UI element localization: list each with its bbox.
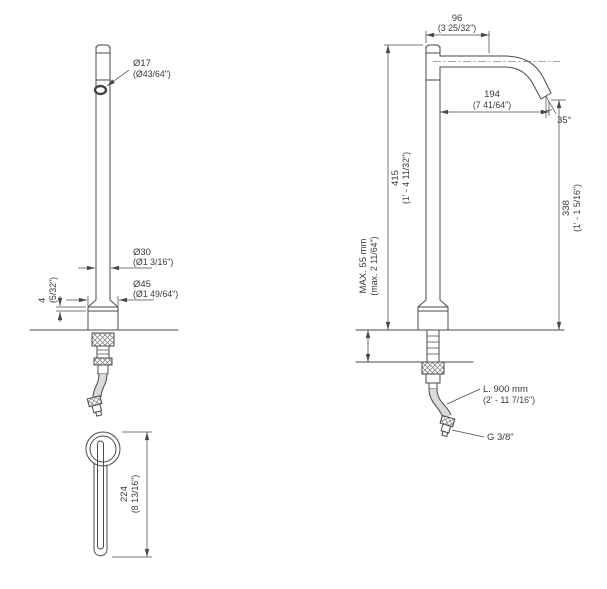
dim-max-deck-in-label: (max. 2 11/64") <box>369 236 379 295</box>
dim-body-diameter-mm-label: Ø30 <box>133 247 151 258</box>
threaded-shank <box>426 329 440 363</box>
mounting-nut <box>425 373 441 384</box>
threaded-shank <box>96 345 110 359</box>
leader-line <box>106 69 130 87</box>
dim-base-height-in-label: (5/32") <box>48 277 58 303</box>
hose-length-in-label: (2' - 11 7/16") <box>483 395 535 405</box>
top-cap <box>95 44 111 50</box>
dim-base-height: 4 (5/32") <box>37 277 86 322</box>
dim-spout-height-mm-label: 338 <box>561 200 572 216</box>
leader-line <box>451 429 485 438</box>
deck-section <box>355 329 565 363</box>
dim-max-deck-thickness: MAX. 55 mm (max. 2 11/64") <box>358 236 379 362</box>
lever-rounded-end <box>93 548 108 557</box>
dim-total-height: 415 (1' - 4 11/32") <box>384 44 423 330</box>
dim-body-diameter-in-label: (Ø1 3/16") <box>133 257 173 267</box>
dim-spout-diameter-mm-label: Ø17 <box>133 58 151 69</box>
front-mounting-hardware <box>86 332 115 417</box>
spout-inner-edge <box>439 66 542 100</box>
hose-edge <box>92 373 100 398</box>
hose-fitting <box>97 364 109 375</box>
dim-handle-length-mm-label: 224 <box>119 486 130 502</box>
dim-total-height-in-label: (1' - 4 11/32") <box>401 152 411 204</box>
base-chamfer-left <box>87 299 97 308</box>
faucet-front-outline <box>87 44 119 331</box>
connector-tip <box>95 410 103 417</box>
hose-edge <box>100 373 108 398</box>
mounting-nut <box>93 357 113 366</box>
base-chamfer-right <box>109 299 119 308</box>
handle-top-view <box>85 431 121 557</box>
dim-spout-top-mm-label: 96 <box>452 13 463 24</box>
top-cap <box>425 44 441 50</box>
angle-arc <box>545 109 553 112</box>
angle-slope-line <box>545 95 557 115</box>
connector-tip <box>441 430 449 438</box>
mounting-washer <box>91 332 115 347</box>
spout-outer-edge <box>439 55 552 94</box>
dim-handle-length-in-label: (8 13/16") <box>130 475 140 513</box>
faucet-side-outline <box>417 44 552 331</box>
side-mounting-hardware <box>421 329 456 438</box>
plan-view: 224 (8 13/16") <box>85 431 152 558</box>
base-chamfer-left <box>417 299 427 308</box>
flexible-hose <box>429 388 451 419</box>
dim-spout-reach-in-label: (7 41/64") <box>473 100 511 110</box>
hose-fitting <box>428 382 438 390</box>
hose-length-mm-label: L. 900 mm <box>483 384 528 395</box>
dim-spout-angle-label: 35° <box>557 115 572 126</box>
dim-spout-diameter: Ø17 (Ø43/64") <box>106 58 171 87</box>
dim-handle-length: 224 (8 13/16") <box>112 431 152 558</box>
dim-base-diameter-mm-label: Ø45 <box>133 279 151 290</box>
lever-slot <box>97 440 104 550</box>
label-hose-length: L. 900 mm (2' - 11 7/16") <box>446 384 535 405</box>
front-view: Ø17 (Ø43/64") Ø30 (Ø1 3/16") Ø45 (Ø1 49/… <box>29 44 179 417</box>
dim-max-deck-mm-label: MAX. 55 mm <box>358 238 369 293</box>
dim-spout-diameter-in-label: (Ø43/64") <box>133 69 171 79</box>
hose-end-connector <box>439 414 456 438</box>
spout-outlet <box>93 84 108 96</box>
dim-spout-reach-mm-label: 194 <box>484 89 500 100</box>
mounting-washer <box>421 361 445 375</box>
dim-spout-top: 96 (3 25/32") <box>425 13 490 53</box>
dim-spout-height-in-label: (1' - 1 5/16") <box>572 184 582 232</box>
dim-spout-height: 338 (1' - 1 5/16") <box>551 99 582 330</box>
leader-line <box>446 388 481 405</box>
side-view: 96 (3 25/32") 194 (7 41/64") 35° 415 (1'… <box>355 13 582 443</box>
dim-spout-top-in-label: (3 25/32") <box>438 23 476 33</box>
hose-edge <box>436 388 452 416</box>
dim-spout-reach: 194 (7 41/64") <box>440 89 550 116</box>
label-thread-size: G 3/8" <box>451 429 514 443</box>
thread-size-label: G 3/8" <box>487 432 514 443</box>
dim-spout-angle: 35° <box>545 95 572 126</box>
base-chamfer-right <box>439 299 449 308</box>
dim-base-diameter-in-label: (Ø1 49/64") <box>133 289 178 299</box>
dim-body-diameter: Ø30 (Ø1 3/16") <box>78 247 173 271</box>
dim-total-height-mm-label: 415 <box>390 170 401 186</box>
hose-end-connector <box>86 395 103 417</box>
flexible-hose <box>93 373 107 398</box>
dim-base-diameter: Ø45 (Ø1 49/64") <box>66 279 178 306</box>
dim-base-height-mm-label: 4 <box>37 298 48 303</box>
